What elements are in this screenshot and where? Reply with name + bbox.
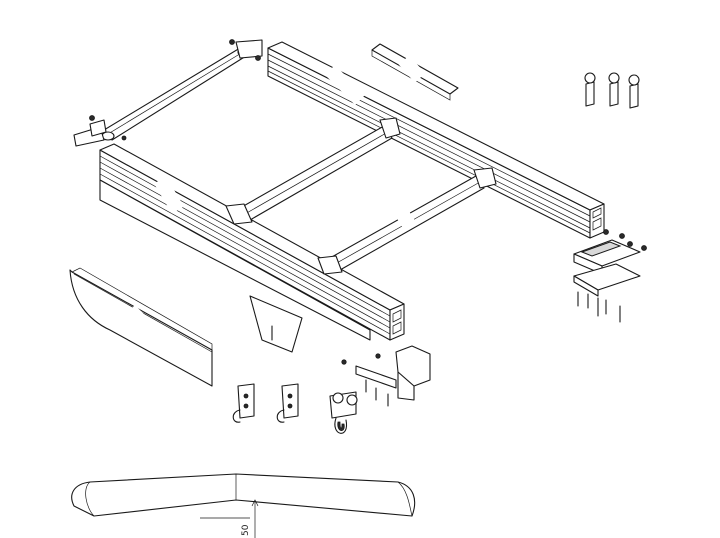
profile-section-detail: [71, 473, 416, 538]
center-mounting-plate: [249, 295, 303, 353]
roller-carriage: [329, 391, 358, 434]
screw-set-front: [341, 353, 389, 407]
dimension-label: 50: [241, 524, 251, 536]
hook-bracket-left: [232, 383, 255, 423]
screw-set-right: [577, 229, 647, 323]
rail-cover-strip: [371, 43, 459, 101]
screw-group-top-left: [89, 39, 261, 141]
upper-arm-end-bracket: [73, 39, 263, 147]
upper-cross-arm: [101, 47, 249, 141]
side-cover-panel: [69, 267, 213, 387]
front-cross-bar: [317, 167, 497, 275]
l-bracket-front: [355, 345, 431, 401]
hook-bracket-right: [276, 383, 299, 423]
end-cap-plate-assembly: [573, 239, 641, 297]
rear-rail-profile: [267, 41, 605, 239]
middle-cross-bar: [225, 117, 401, 225]
pivot-arms-top-right: [584, 72, 640, 109]
